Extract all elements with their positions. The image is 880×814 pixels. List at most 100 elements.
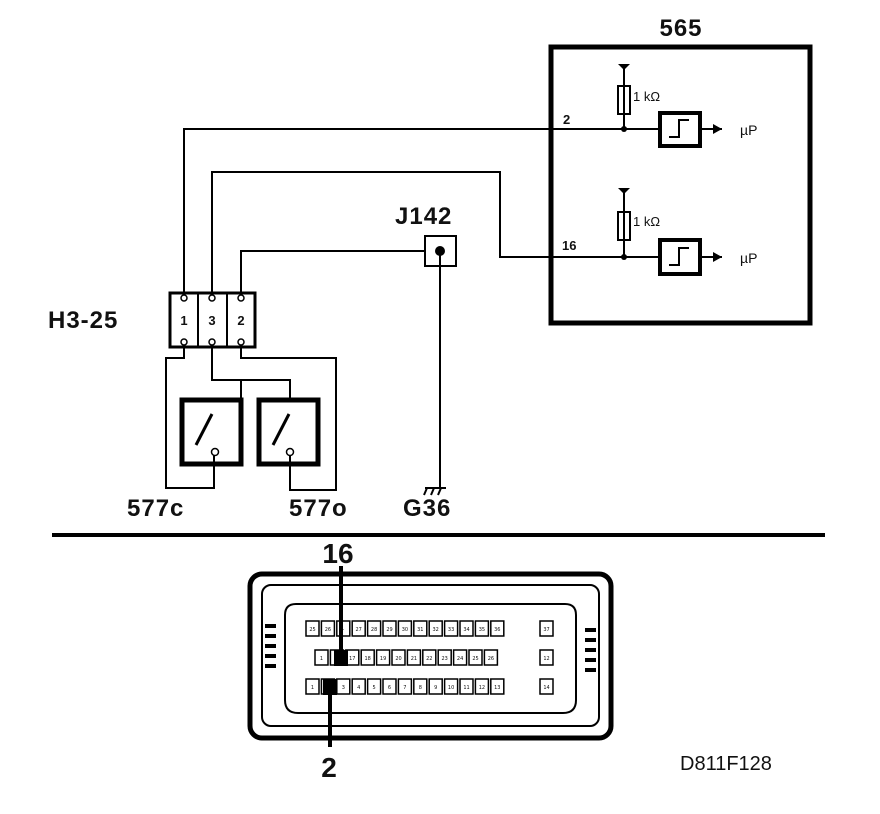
input-stage-pin-2: 1 kΩ 2 µP bbox=[551, 64, 757, 148]
plug-cavity-number: 31 bbox=[417, 627, 423, 633]
plug-cavity: 9 bbox=[428, 678, 443, 695]
switch-577c: 577c bbox=[127, 397, 244, 522]
module-pin-label: 16 bbox=[562, 238, 576, 253]
pullup-resistor bbox=[617, 211, 631, 241]
plug-cavity-number: 26 bbox=[488, 656, 494, 662]
connector-h3-25: 1 3 2 H3-25 bbox=[48, 291, 257, 349]
plug-cavity-number: 10 bbox=[448, 685, 454, 691]
plug-cavity-number: 37 bbox=[543, 627, 549, 633]
switch-contact-icon bbox=[194, 413, 214, 446]
plug-cavity-number: 1 bbox=[311, 685, 314, 691]
plug-cavity: 34 bbox=[459, 620, 474, 637]
plug-cavity: 31 bbox=[413, 620, 428, 637]
plug-cavity-number: 26 bbox=[325, 627, 331, 633]
switch-label: 577c bbox=[127, 495, 184, 522]
ground-g36: G36 bbox=[403, 251, 451, 522]
plug-cavity-number: 11 bbox=[463, 685, 469, 691]
plug-cavity: - bbox=[336, 620, 351, 637]
plug-cavity: 26 bbox=[320, 620, 336, 637]
plug-cavity: 10 bbox=[443, 678, 459, 695]
plug-cavity-number: 32 bbox=[433, 627, 439, 633]
plug-cavity-number: 20 bbox=[395, 656, 401, 662]
plug-cavity-number: 18 bbox=[365, 656, 371, 662]
plug-cavity: 19 bbox=[375, 649, 391, 666]
plug-cavity-number: 6 bbox=[388, 685, 391, 691]
plug-cavity: 28 bbox=[366, 620, 382, 637]
plug-cavity: 29 bbox=[382, 620, 397, 637]
junction-j142: J142 bbox=[395, 203, 457, 267]
plug-cavity: 37 bbox=[539, 620, 554, 637]
plug-cavity: 3 bbox=[336, 678, 351, 695]
control-module-565: 565 bbox=[548, 15, 813, 326]
switch-contact-icon bbox=[271, 413, 291, 446]
plug-cavity-number: 19 bbox=[380, 656, 386, 662]
plug-cavity: 12 bbox=[539, 649, 554, 666]
plug-cavity-number: 36 bbox=[494, 627, 500, 633]
plug-cavity: 5 bbox=[366, 678, 382, 695]
output-arrow-icon bbox=[713, 124, 722, 134]
switch-wiring bbox=[165, 347, 337, 491]
plug-cavity-number: 34 bbox=[463, 627, 469, 633]
callout-pin-2: 2 bbox=[321, 752, 337, 783]
plug-cavity-number: 25 bbox=[472, 656, 478, 662]
plug-cavity-number: 29 bbox=[386, 627, 392, 633]
plug-cavity-number: 12 bbox=[479, 685, 485, 691]
highlighted-pin-2 bbox=[323, 679, 337, 695]
plug-cavity: 27 bbox=[351, 620, 366, 637]
module-plug-face: 2526-27282930313233343536371161718192021… bbox=[247, 538, 614, 783]
plug-cavity-number: 1 bbox=[320, 656, 323, 662]
plug-cavity-number: 12 bbox=[543, 656, 549, 662]
output-arrow-icon bbox=[713, 252, 722, 262]
switch-label: 577o bbox=[289, 495, 348, 522]
plug-cavity: 4 bbox=[351, 678, 366, 695]
ground-label: G36 bbox=[403, 495, 451, 522]
plug-cavity-number: 17 bbox=[349, 656, 355, 662]
plug-cavity-number: 25 bbox=[309, 627, 315, 633]
plug-cavity: 13 bbox=[490, 678, 505, 695]
plug-cavity-number: - bbox=[342, 627, 344, 633]
plug-cavity-number: 24 bbox=[457, 656, 463, 662]
plug-cavity-number: 8 bbox=[419, 685, 422, 691]
plug-cavity-number: 28 bbox=[371, 627, 377, 633]
plug-cavity: 33 bbox=[443, 620, 459, 637]
plug-cavity-number: 30 bbox=[402, 627, 408, 633]
plug-cavity-number: 5 bbox=[373, 685, 376, 691]
plug-cavity: 11 bbox=[459, 678, 474, 695]
plug-cavity: 26 bbox=[483, 649, 499, 666]
plug-cavity: 21 bbox=[406, 649, 422, 666]
plug-cavity-number: 4 bbox=[357, 685, 360, 691]
plug-cavity-number: 3 bbox=[342, 685, 345, 691]
plug-cavity: 1 bbox=[314, 649, 329, 666]
plug-cavity-number: 7 bbox=[403, 685, 406, 691]
latch-ribs-right bbox=[585, 628, 596, 672]
resistor-value: 1 kΩ bbox=[633, 214, 660, 229]
plug-cavity: 18 bbox=[360, 649, 375, 666]
plug-cavity-number: 27 bbox=[356, 627, 362, 633]
microprocessor-label: µP bbox=[740, 122, 757, 138]
plug-cavity-number: 14 bbox=[543, 685, 549, 691]
callout-pin-16: 16 bbox=[322, 538, 353, 569]
plug-cavity: 12 bbox=[474, 678, 490, 695]
connector-label: H3-25 bbox=[48, 307, 118, 334]
plug-cavity: 6 bbox=[382, 678, 397, 695]
input-stage-pin-16: 1 kΩ 16 µP bbox=[551, 188, 757, 276]
plug-cavity: 20 bbox=[391, 649, 406, 666]
pullup-resistor bbox=[617, 85, 631, 115]
plug-cavity: 14 bbox=[539, 678, 554, 695]
plug-cavity-number: 33 bbox=[448, 627, 454, 633]
supply-arrow-icon bbox=[618, 64, 630, 70]
resistor-value: 1 kΩ bbox=[633, 89, 660, 104]
plug-cavity-number: 23 bbox=[442, 656, 448, 662]
connector-pin-label: 3 bbox=[208, 313, 215, 328]
plug-cavity-number: 9 bbox=[434, 685, 437, 691]
plug-cavity: 36 bbox=[490, 620, 505, 637]
junction-label: J142 bbox=[395, 203, 452, 230]
plug-cavity: 22 bbox=[422, 649, 437, 666]
plug-cavity: 8 bbox=[413, 678, 428, 695]
plug-pin-grid: 2526-27282930313233343536371161718192021… bbox=[305, 620, 554, 695]
plug-cavity: 25 bbox=[305, 620, 320, 637]
plug-cavity-number: 13 bbox=[494, 685, 500, 691]
module-label: 565 bbox=[659, 15, 702, 42]
plug-cavity: 25 bbox=[468, 649, 483, 666]
